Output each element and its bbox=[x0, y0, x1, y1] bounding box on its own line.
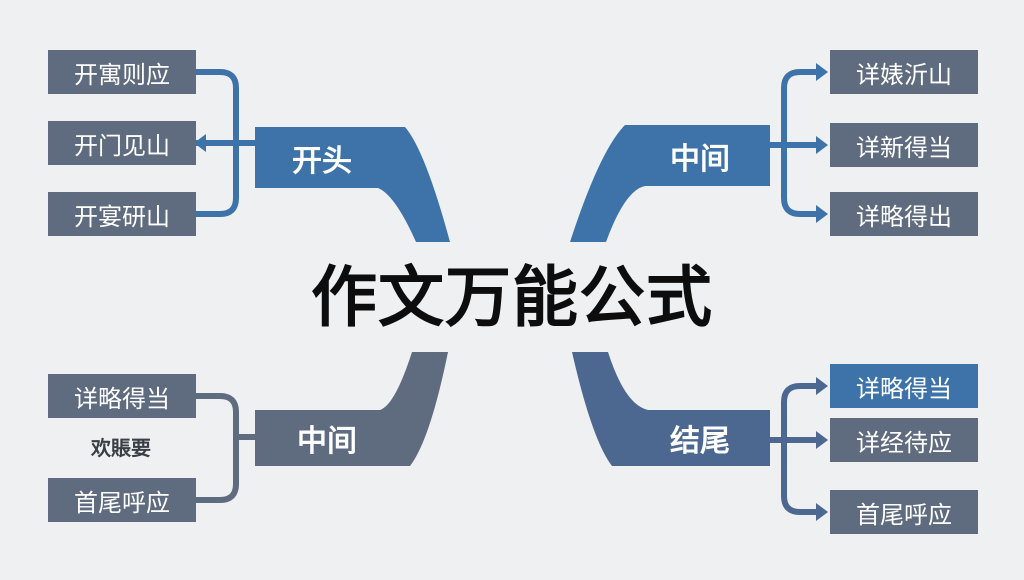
hub-shape-middle-bottom bbox=[255, 352, 448, 466]
arrowheads-opening bbox=[194, 134, 206, 152]
leaf-opening-1: 开寓则应 bbox=[74, 60, 170, 89]
hub-label-ending: 结尾 bbox=[670, 424, 730, 459]
leaf-middle-bottom-1: 详略得当 bbox=[74, 384, 170, 413]
leaf-opening-3: 开宴研山 bbox=[74, 202, 170, 231]
arrowheads-middle-top bbox=[816, 63, 828, 223]
leaf-ending-3: 首尾呼应 bbox=[856, 500, 952, 529]
connectors-ending bbox=[767, 383, 825, 515]
hub-label-middle-top: 中间 bbox=[670, 141, 730, 177]
hub-label-opening: 开头 bbox=[292, 143, 352, 179]
connectors-middle-bottom bbox=[193, 393, 258, 503]
leaf-middle-bottom-2: 欢賬要 bbox=[91, 435, 151, 460]
leaf-boxes-left bbox=[48, 50, 196, 522]
arrowheads-ending bbox=[816, 377, 828, 521]
leaf-middle-bottom-3: 首尾呼应 bbox=[74, 488, 170, 517]
leaf-ending-1: 详略得当 bbox=[856, 374, 952, 403]
hub-shape-opening bbox=[255, 127, 450, 242]
leaf-middle-top-1: 详婊沂山 bbox=[856, 60, 952, 89]
hub-shape-middle-top bbox=[570, 125, 770, 242]
leaf-ending-2: 详经待应 bbox=[856, 428, 952, 457]
leaf-middle-top-3: 详略得出 bbox=[856, 202, 952, 231]
connectors-middle-top bbox=[767, 69, 825, 217]
hub-shape-ending bbox=[572, 352, 770, 466]
leaf-boxes-right bbox=[830, 50, 978, 534]
diagram-title: 作文万能公式 bbox=[311, 259, 713, 336]
hub-label-middle-bottom: 中间 bbox=[297, 424, 357, 459]
leaf-middle-top-2: 详新得当 bbox=[856, 133, 952, 162]
leaf-opening-2: 开门见山 bbox=[74, 131, 170, 160]
